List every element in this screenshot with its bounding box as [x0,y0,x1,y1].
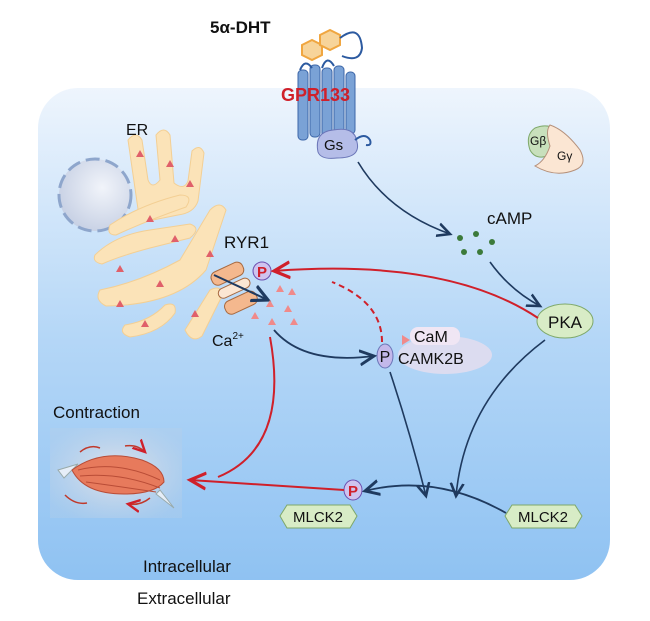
mlck2-activation-arrow [365,485,507,514]
camp-to-pka-arrow [489,261,540,306]
ggamma-label: Gγ [557,149,572,163]
cam-calcium-mark [402,335,410,345]
camp-label: cAMP [487,209,532,228]
camk2b-node [398,336,492,374]
gpr133-receptor-icon [297,28,364,141]
er-organelle [93,129,227,340]
calcium-to-camk2b-arrow [273,329,374,358]
pka-node [536,303,594,339]
gbeta-label: Gβ [530,134,546,148]
pka-to-mlck2-arrow [456,339,546,496]
camk2b-label: CAMK2B [398,351,464,368]
er-label: ER [126,122,148,139]
pka-to-ryr1-phospho-arrow [274,269,539,319]
ligand-label: 5α-DHT [210,18,271,37]
cam-node [410,327,460,345]
calcium-label: Ca2+ [212,331,244,350]
ryr1-label: RYR1 [224,233,269,252]
er-calcium-marks [116,150,214,327]
ryr1-flux-arrow [213,274,268,300]
mlck2-phospho-label: P [348,483,358,500]
mlck2-right-node [504,504,583,529]
mlck2-to-contraction-arrow [190,480,345,491]
camk2b-phospho-label: P [380,349,391,366]
gs-tail [354,135,372,147]
calcium-ions [251,285,298,325]
pka-label: PKA [548,313,583,332]
calcium-to-contraction-arrow [217,336,276,478]
camk2b-to-ryr1-dashed-arrow [331,281,383,343]
contraction-label: Contraction [53,403,140,422]
mlck2-left-node [279,504,358,529]
camp-molecules [457,231,495,255]
ryr1-channel-icon [210,261,258,315]
mlck2-right-label: MLCK2 [518,509,568,526]
cam-label: CaM [414,329,448,346]
ggamma-icon [533,124,584,174]
nucleus [57,157,133,233]
camk2b-to-mlck2-arrow [389,371,426,496]
gs-protein-icon [316,128,359,159]
mlck2-left-label: MLCK2 [293,509,343,526]
muscle-icon [57,446,175,508]
receptor-label: GPR133 [281,85,350,105]
ryr1-phospho-label: P [257,264,267,281]
gs-label: Gs [324,137,343,154]
gs-to-camp-arrow [357,161,450,234]
intracellular-label: Intracellular [143,557,231,576]
extracellular-label: Extracellular [137,589,231,608]
